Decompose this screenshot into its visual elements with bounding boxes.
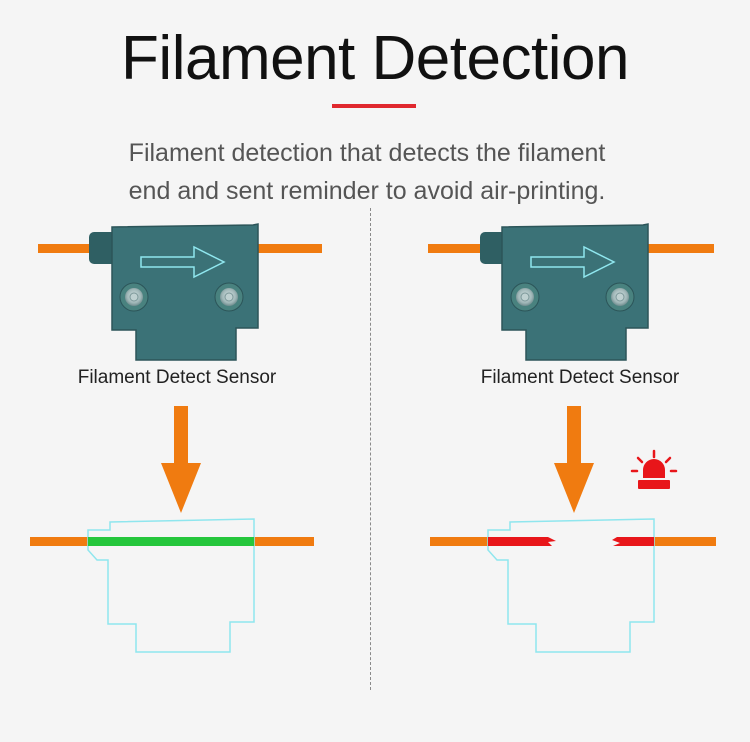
screw-icon bbox=[119, 282, 149, 312]
arrow-right-icon bbox=[140, 245, 226, 279]
screw-icon bbox=[510, 282, 540, 312]
filament-in bbox=[38, 244, 98, 253]
filament-out bbox=[644, 244, 714, 253]
arrow-down-icon bbox=[554, 406, 594, 513]
arrow-right-icon bbox=[530, 245, 616, 279]
panel-divider bbox=[370, 208, 371, 690]
page-title: Filament Detection bbox=[121, 24, 629, 93]
filament-left bbox=[30, 537, 90, 546]
left-panel bbox=[30, 223, 322, 653]
subtitle-line-1: Filament detection that detects the fila… bbox=[128, 139, 606, 167]
page-subtitle: Filament detection that detects the fila… bbox=[0, 134, 734, 210]
filament-detected-bar bbox=[88, 537, 254, 546]
title-underline bbox=[332, 104, 416, 108]
filament-right bbox=[652, 537, 716, 546]
filament-broken-right bbox=[612, 537, 654, 546]
screw-icon bbox=[605, 282, 635, 312]
sensor-label-left: Filament Detect Sensor bbox=[77, 367, 277, 388]
filament-left bbox=[430, 537, 490, 546]
filament-sensor bbox=[480, 223, 649, 361]
sensor-outline bbox=[487, 518, 655, 653]
sensor-label-right: Filament Detect Sensor bbox=[480, 367, 680, 388]
filament-sensor bbox=[89, 223, 259, 361]
filament-broken-left bbox=[488, 537, 556, 546]
alarm-beacon-icon bbox=[630, 449, 678, 489]
filament-in bbox=[428, 244, 488, 253]
right-panel bbox=[428, 223, 716, 653]
screw-icon bbox=[214, 282, 244, 312]
sensor-outline bbox=[87, 518, 255, 653]
subtitle-line-2: end and sent reminder to avoid air-print… bbox=[128, 177, 606, 205]
filament-right bbox=[252, 537, 314, 546]
filament-out bbox=[250, 244, 322, 253]
arrow-down-icon bbox=[161, 406, 201, 513]
